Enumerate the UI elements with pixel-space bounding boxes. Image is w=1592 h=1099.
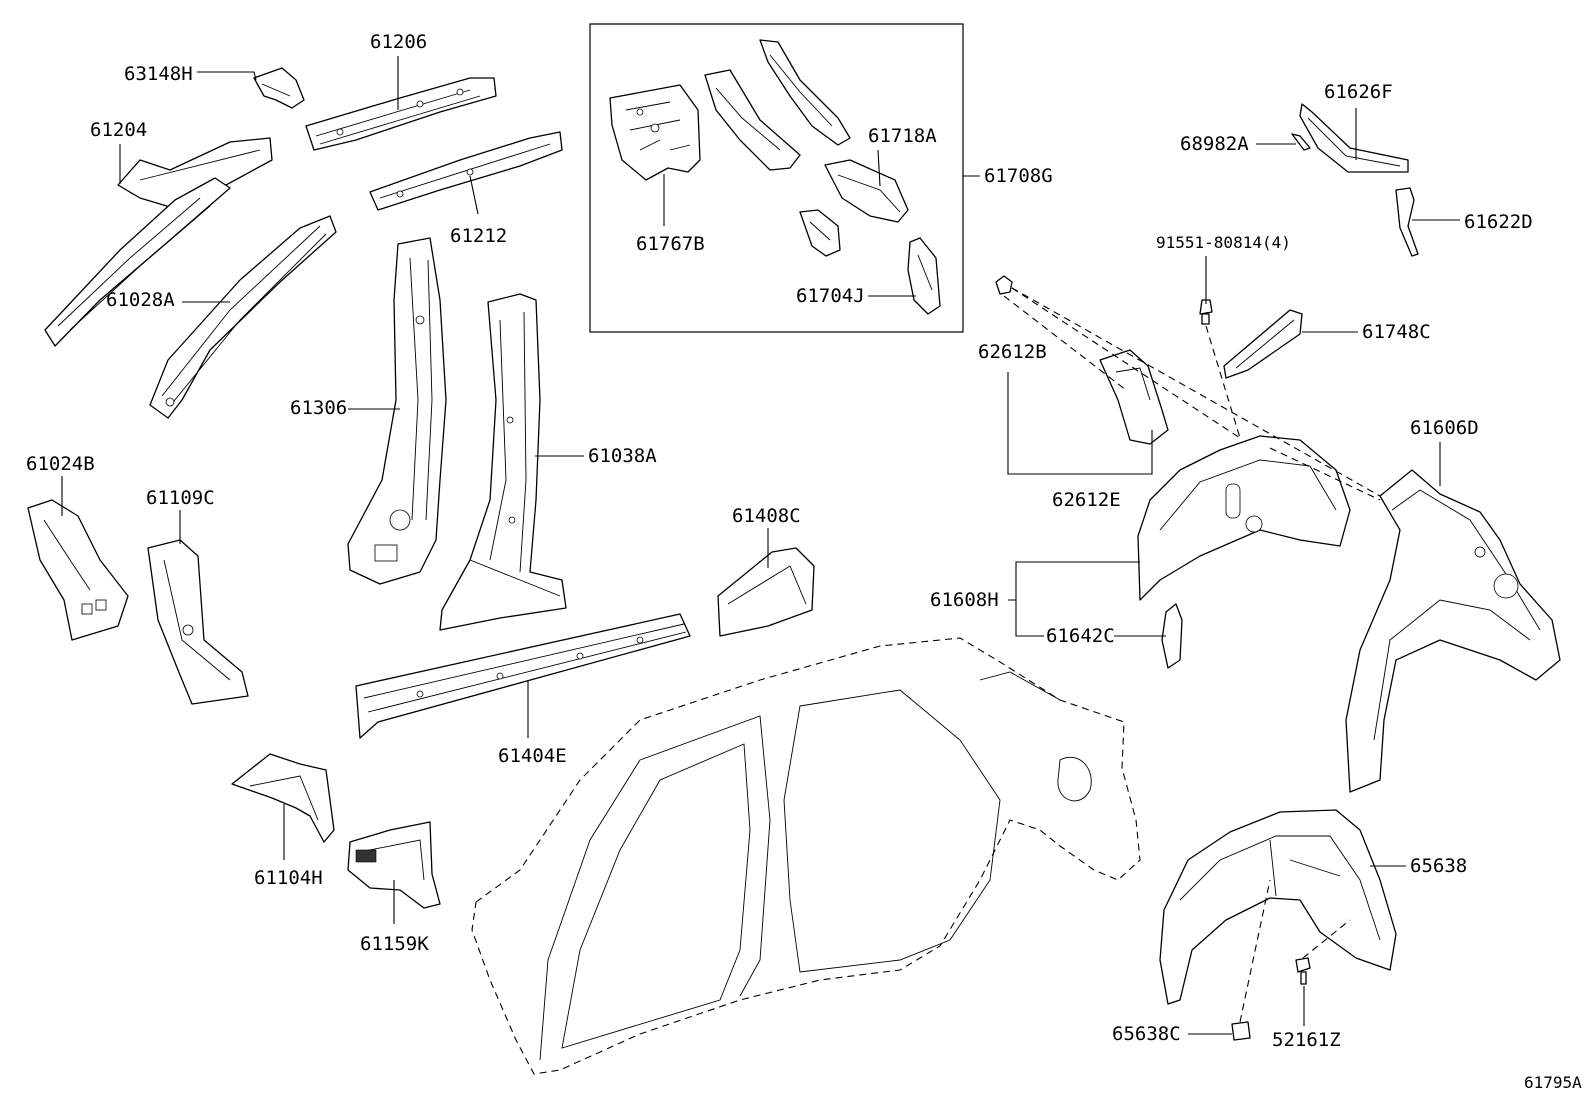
label-52161Z: 52161Z — [1272, 1029, 1341, 1051]
label-61748C: 61748C — [1362, 321, 1431, 343]
part-61708G-sub-2 — [759, 39, 851, 146]
label-61708G: 61708G — [984, 165, 1053, 187]
label-61622D: 61622D — [1464, 211, 1533, 233]
label-61206: 61206 — [370, 31, 427, 53]
part-61024B — [27, 499, 129, 641]
label-61608H: 61608H — [930, 589, 999, 611]
part-61404E — [355, 613, 691, 739]
part-68982A — [1291, 133, 1311, 151]
part-side-panel-outer — [471, 637, 1141, 1075]
label-61212: 61212 — [450, 225, 507, 247]
leader-63148H — [197, 71, 257, 81]
figure-id: 61795A — [1524, 1073, 1582, 1092]
part-61104H — [231, 753, 335, 843]
label-61718A: 61718A — [868, 125, 937, 147]
part-61212 — [369, 131, 563, 211]
leader-61608H-61642C — [1008, 561, 1166, 637]
part-61109C — [147, 539, 249, 705]
part-61408C — [717, 547, 815, 637]
label-61109C: 61109C — [146, 487, 215, 509]
leader-62612B-E — [1007, 372, 1153, 475]
dashed-link-4 — [1205, 325, 1241, 439]
dashed-link-3 — [1003, 295, 1127, 391]
label-61606D: 61606D — [1410, 417, 1479, 439]
part-61642C — [1161, 603, 1183, 669]
dashed-link-7 — [1302, 919, 1351, 959]
label-61104H: 61104H — [254, 867, 323, 889]
leader-61718A — [877, 149, 881, 187]
label-61204: 61204 — [90, 119, 147, 141]
part-91551-bolt — [1199, 299, 1213, 325]
label-62612B: 62612B — [978, 341, 1047, 363]
part-61704J — [907, 237, 941, 315]
dashed-link-2 — [1011, 287, 1381, 497]
label-63148H: 63148H — [124, 63, 193, 85]
part-61038A — [439, 293, 567, 631]
dashed-link-1 — [1011, 287, 1241, 439]
label-61024B: 61024B — [26, 453, 95, 475]
inset-box — [589, 23, 964, 333]
part-62612E — [1099, 349, 1169, 445]
part-61622D — [1395, 187, 1419, 257]
label-65638C: 65638C — [1112, 1023, 1181, 1045]
label-61038A: 61038A — [588, 445, 657, 467]
label-65638: 65638 — [1410, 855, 1467, 877]
part-61204 — [117, 137, 273, 211]
part-61206 — [305, 77, 497, 151]
part-61028A-rail — [44, 177, 231, 347]
leader-61212 — [469, 175, 479, 215]
label-61626F: 61626F — [1324, 81, 1393, 103]
part-63148H — [253, 67, 305, 109]
part-65638 — [1159, 809, 1397, 1005]
part-65638C — [1231, 1021, 1251, 1041]
label-61767B: 61767B — [636, 233, 705, 255]
dashed-link-5 — [1269, 447, 1381, 501]
label-62612E: 62612E — [1052, 489, 1121, 511]
label-61028A: 61028A — [106, 289, 175, 311]
label-61408C: 61408C — [732, 505, 801, 527]
part-61608H — [1137, 435, 1351, 601]
label-91551: 91551-80814(4) — [1156, 233, 1291, 252]
part-61708G-sub-1 — [704, 69, 801, 171]
dashed-link-6 — [1239, 879, 1271, 1023]
label-61306: 61306 — [290, 397, 347, 419]
part-61159K — [347, 821, 441, 909]
part-61306 — [347, 237, 447, 585]
label-61404E: 61404E — [498, 745, 567, 767]
part-61606D — [1345, 469, 1561, 793]
part-52161Z — [1295, 957, 1311, 985]
label-61159K: 61159K — [360, 933, 429, 955]
part-61626F — [1299, 103, 1409, 173]
label-68982A: 68982A — [1180, 133, 1249, 155]
part-62612B — [995, 275, 1013, 295]
label-61642C: 61642C — [1046, 625, 1115, 647]
part-61028A — [149, 215, 337, 419]
label-61704J: 61704J — [796, 285, 865, 307]
part-61708G-sub-3 — [799, 209, 841, 257]
part-61767B — [609, 84, 701, 181]
part-61718A — [824, 159, 909, 223]
part-61748C — [1223, 309, 1303, 379]
